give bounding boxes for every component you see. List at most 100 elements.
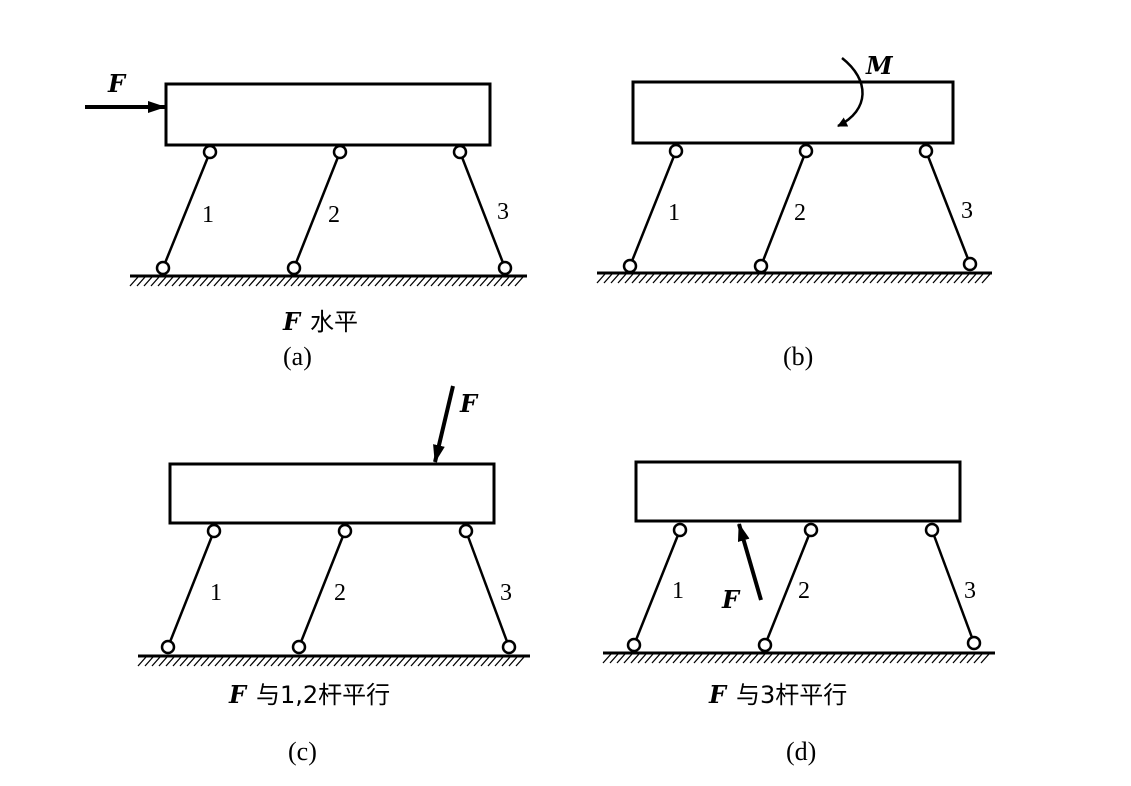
hatch-stroke [974, 273, 984, 284]
hatch-stroke [665, 653, 675, 664]
hatch-stroke [297, 276, 307, 287]
hatch-stroke [249, 656, 259, 667]
bar-label-1: 1 [210, 580, 222, 606]
pin-joint [924, 522, 940, 538]
bar-1 [161, 151, 212, 269]
hatch-stroke [256, 656, 266, 667]
hatch-stroke [381, 276, 391, 287]
hatch-stroke [304, 276, 314, 287]
force-label: F [107, 69, 127, 98]
hatch-stroke [325, 276, 335, 287]
hatch-stroke [402, 276, 412, 287]
hatch-stroke [417, 656, 427, 667]
hatch-stroke [368, 656, 378, 667]
panel-c: F 1 2 3 F 与1,2杆平行 (c) [137, 385, 530, 766]
bar-label-3: 3 [497, 199, 509, 225]
hatch-stroke [207, 656, 217, 667]
hatch-stroke [840, 653, 850, 664]
hatch-stroke [151, 656, 161, 667]
bar-label-3: 3 [964, 578, 976, 604]
hatch-stroke [967, 273, 977, 284]
hatch-stroke [861, 653, 871, 664]
hatch-stroke [868, 653, 878, 664]
pin-support [753, 258, 769, 274]
hatch-stroke [515, 656, 525, 667]
bar-label-2: 2 [334, 580, 346, 606]
bar-1 [166, 530, 216, 648]
hatch-stroke [910, 653, 920, 664]
pin-joint [918, 143, 934, 159]
bar-label-2: 2 [798, 578, 810, 604]
hatch-stroke [750, 273, 760, 284]
hatch-stroke [890, 273, 900, 284]
hatch-stroke [778, 273, 788, 284]
rigid-body [168, 462, 496, 525]
hatch-stroke [945, 653, 955, 664]
hatch-stroke [333, 656, 343, 667]
force-label: F [721, 585, 741, 614]
hatch-stroke [624, 273, 634, 284]
hatch-stroke [904, 273, 914, 284]
hatch-stroke [820, 273, 830, 284]
hatch-stroke [791, 653, 801, 664]
hatch-stroke [409, 276, 419, 287]
panel-a: F 1 2 3 F 水平 (a) [85, 69, 527, 371]
hatch-stroke [729, 273, 739, 284]
hatch-stroke [284, 656, 294, 667]
hatch-stroke [862, 273, 872, 284]
hatch-stroke [486, 276, 496, 287]
hatch-stroke [332, 276, 342, 287]
hatch-stroke [630, 653, 640, 664]
hatch-stroke [270, 656, 280, 667]
hatch-stroke [367, 276, 377, 287]
hatch-stroke [610, 273, 620, 284]
bar-2 [292, 151, 342, 269]
hatch-stroke [911, 273, 921, 284]
hatch-stroke [143, 276, 153, 287]
hatch-stroke [960, 273, 970, 284]
hatch-stroke [855, 273, 865, 284]
hatch-stroke [841, 273, 851, 284]
hatch-stroke [596, 273, 606, 284]
hatch-stroke [812, 653, 822, 664]
bar-3 [930, 529, 976, 644]
hatch-stroke [700, 653, 710, 664]
hatch-stroke [946, 273, 956, 284]
hatch-stroke [826, 653, 836, 664]
hatch-stroke [757, 273, 767, 284]
hatch-stroke [234, 276, 244, 287]
hatch-stroke [452, 656, 462, 667]
bar-2 [763, 529, 813, 646]
pin-support [622, 258, 638, 274]
panel-caption: (b) [783, 342, 813, 371]
hatch-stroke [687, 273, 697, 284]
hatch-stroke [763, 653, 773, 664]
hatch-stroke [819, 653, 829, 664]
hatch-stroke [200, 656, 210, 667]
hatch-stroke [743, 273, 753, 284]
hatch-stroke [248, 276, 258, 287]
ground-hatching [596, 273, 991, 284]
hatch-stroke [403, 656, 413, 667]
hatch-stroke [672, 653, 682, 664]
hatch-stroke [451, 276, 461, 287]
hatch-stroke [311, 276, 321, 287]
hatch-stroke [834, 273, 844, 284]
description-prefix: F [282, 307, 302, 336]
hatch-stroke [213, 276, 223, 287]
panel-b: M 1 2 3 (b) [596, 51, 992, 371]
hatch-stroke [459, 656, 469, 667]
hatch-stroke [896, 653, 906, 664]
bar-1 [632, 529, 682, 646]
hatch-stroke [423, 276, 433, 287]
hatch-stroke [220, 276, 230, 287]
hatch-stroke [980, 653, 990, 664]
hatch-stroke [465, 276, 475, 287]
hatch-stroke [165, 656, 175, 667]
hatch-stroke [291, 656, 301, 667]
hatch-stroke [638, 273, 648, 284]
hatch-stroke [221, 656, 231, 667]
bar-label-1: 1 [668, 200, 680, 226]
pin-support [501, 639, 517, 655]
